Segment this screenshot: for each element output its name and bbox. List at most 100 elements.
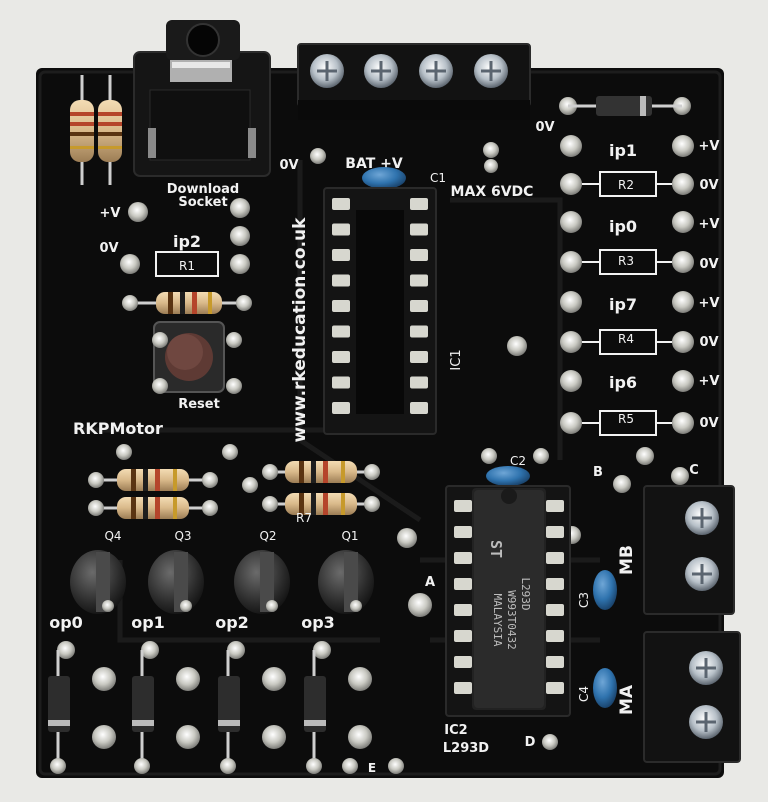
resistor-band	[323, 493, 328, 515]
capacitor-c2	[486, 466, 530, 486]
resistor-pad	[88, 500, 104, 516]
chip-marking-1: L293D	[519, 577, 532, 610]
resistor-band	[323, 461, 328, 483]
ic2-pin	[546, 500, 564, 512]
ip1-label: ip1	[609, 141, 637, 160]
resistor-body	[117, 469, 189, 491]
q1-label: Q1	[341, 529, 358, 543]
ic1-pin	[410, 198, 428, 210]
pv-label-1: +V	[699, 139, 720, 154]
pv-label-3: +V	[699, 296, 720, 311]
battery-terminal-block	[297, 43, 531, 120]
op3-label: op3	[301, 613, 335, 632]
ic1-pin	[410, 402, 428, 414]
input-pad-right	[672, 370, 694, 392]
ic2-pin	[546, 526, 564, 538]
c2-label: C2	[510, 454, 526, 468]
pv-label-4: +V	[699, 374, 720, 389]
input-pad-right	[672, 412, 694, 434]
resistor-pad	[242, 477, 258, 493]
resistor-band	[173, 469, 177, 491]
max-voltage-label: MAX 6VDC	[451, 184, 534, 200]
op0-label: op0	[49, 613, 83, 632]
input-pad-left	[560, 173, 582, 195]
diode-band	[132, 720, 154, 726]
ic1-pin	[332, 300, 350, 312]
q2-label: Q2	[259, 529, 276, 543]
ic1-pin	[332, 325, 350, 338]
output-pad	[313, 641, 331, 659]
resistor-pad	[364, 464, 380, 480]
transistor-flat	[260, 552, 274, 612]
ip0-label: ip0	[609, 217, 637, 236]
resistor-body	[117, 497, 189, 519]
input-pad-left	[560, 331, 582, 353]
input-pad-left	[560, 412, 582, 434]
q3-label: Q3	[174, 529, 191, 543]
capacitor-c1	[362, 167, 406, 189]
ic2-pin	[546, 656, 564, 668]
ic1-pin	[410, 223, 428, 236]
input-pad-right	[672, 331, 694, 353]
chip-marking-3: MALAYSIA	[491, 594, 504, 647]
transistor-pad	[102, 600, 114, 612]
transistor-flat	[344, 552, 358, 612]
resistor-pad	[262, 464, 278, 480]
website-url: www.rkeducation.co.uk	[290, 217, 310, 443]
screw-pad	[92, 667, 116, 691]
diode-top-right	[559, 96, 691, 116]
ic2-label: IC2	[444, 723, 467, 738]
resistor-pad	[202, 500, 218, 516]
ic1-pin	[410, 351, 428, 363]
capacitor-c4	[593, 668, 617, 708]
reset-button[interactable]	[153, 321, 225, 393]
op1-label: op1	[131, 613, 165, 632]
chip-marking-2: W993T0432	[505, 590, 518, 650]
transistor-flat	[174, 552, 188, 612]
resistor-pad	[222, 444, 238, 460]
ic1-pin	[410, 274, 428, 287]
r7-label: R7	[296, 511, 312, 525]
q4-label: Q4	[104, 529, 121, 543]
capacitor-c3	[593, 570, 617, 610]
ic1-pin	[410, 300, 428, 312]
ic2-pin	[454, 604, 472, 616]
input-pad-right	[672, 251, 694, 273]
label-0v-left: 0V	[99, 241, 118, 256]
label-0v-top: 0V	[279, 158, 298, 173]
ic1-pin	[332, 274, 350, 287]
download-label-2: Socket	[178, 195, 227, 210]
screw-pad	[262, 725, 286, 749]
ic2-pin	[454, 526, 472, 538]
board-name: RKPMotor	[73, 419, 163, 438]
ic2-pin	[454, 500, 472, 512]
screw-pad	[348, 725, 372, 749]
ic1-pin	[332, 198, 350, 210]
resistor-band	[131, 497, 136, 519]
ic1-pin	[410, 376, 428, 389]
label-e: E	[368, 761, 376, 775]
resistor-pad	[262, 496, 278, 512]
ic2-pin	[546, 552, 564, 564]
output-pad	[57, 641, 75, 659]
ic2-pin	[546, 682, 564, 694]
ic1-socket	[323, 187, 437, 435]
transistor-pad	[180, 600, 192, 612]
resistor-band	[143, 469, 148, 491]
op2-label: op2	[215, 613, 249, 632]
ic1-pin	[332, 402, 350, 414]
label-0v-top-right: 0V	[535, 120, 554, 135]
resistor-band	[311, 461, 316, 483]
ip6-label: ip6	[609, 373, 637, 392]
transistor-pad	[266, 600, 278, 612]
resistor-pad	[88, 472, 104, 488]
motor-terminal-mb	[643, 485, 735, 615]
label-pv-left: +V	[100, 206, 121, 221]
ic2-pin	[546, 578, 564, 590]
input-pad-right	[672, 291, 694, 313]
zv-label-1: 0V	[699, 178, 718, 193]
resistor-pad	[202, 472, 218, 488]
output-pad	[306, 758, 322, 774]
output-pad	[220, 758, 236, 774]
motor-terminal-ma	[643, 631, 741, 763]
